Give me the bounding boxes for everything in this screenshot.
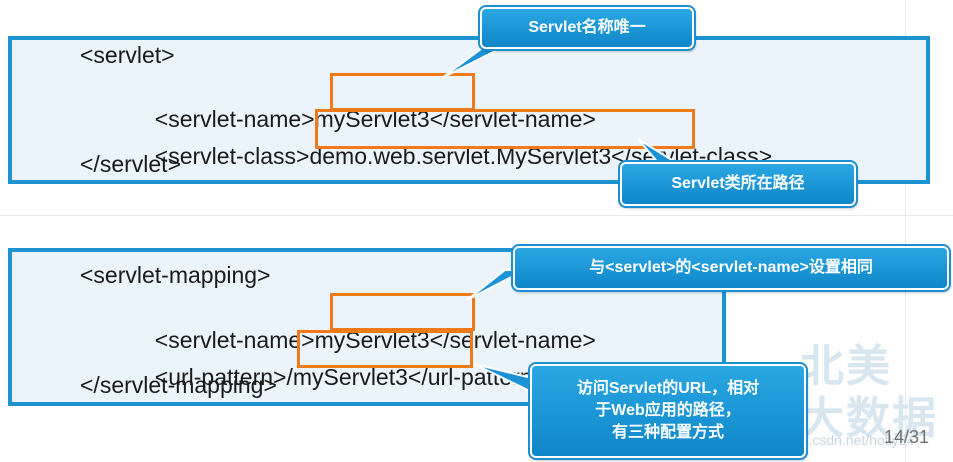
callout-url-line-1: 访问Servlet的URL，相对 (576, 380, 760, 397)
mapping-name-highlight (330, 293, 475, 331)
code-line-servlet-close: </servlet> (80, 151, 181, 177)
callout-url-line-2: 于Web应用的路径， (595, 402, 741, 419)
callout-url-pattern: 访问Servlet的URL，相对 于Web应用的路径， 有三种配置方式 (528, 362, 808, 460)
watermark-text: 大数据 (800, 393, 938, 444)
url-pattern-value: /myServlet3 (286, 364, 408, 390)
code-line-mapping-open: <servlet-mapping> (80, 262, 271, 288)
mapping-name-open-tag: <servlet-name> (154, 327, 315, 353)
code-line-mapping-close: </servlet-mapping> (80, 372, 277, 398)
url-pattern-open-tag: <url-pattern> (154, 364, 287, 390)
callout-url-line-3: 有三种配置方式 (611, 424, 724, 441)
servlet-class-highlight (315, 109, 695, 149)
code-line-url-pattern: <url-pattern>/myServlet3</url-pattern> (142, 335, 546, 391)
callout-class-path: Servlet类所在路径 (618, 160, 858, 208)
code-line-servlet-open: <servlet> (80, 42, 175, 68)
callout-same-name: 与<servlet>的<servlet-name>设置相同 (511, 244, 951, 292)
servlet-name-open-tag: <servlet-name> (154, 106, 315, 132)
watermark-text: 北美 (800, 341, 892, 392)
callout-unique-name: Servlet名称唯一 (478, 5, 696, 51)
url-pattern-highlight (297, 330, 473, 368)
page-number: 14/31 (883, 427, 929, 447)
servlet-class-open-tag: <servlet-class> (154, 143, 310, 169)
slide-divider-line (0, 215, 953, 216)
slide-divider-line (905, 0, 906, 462)
